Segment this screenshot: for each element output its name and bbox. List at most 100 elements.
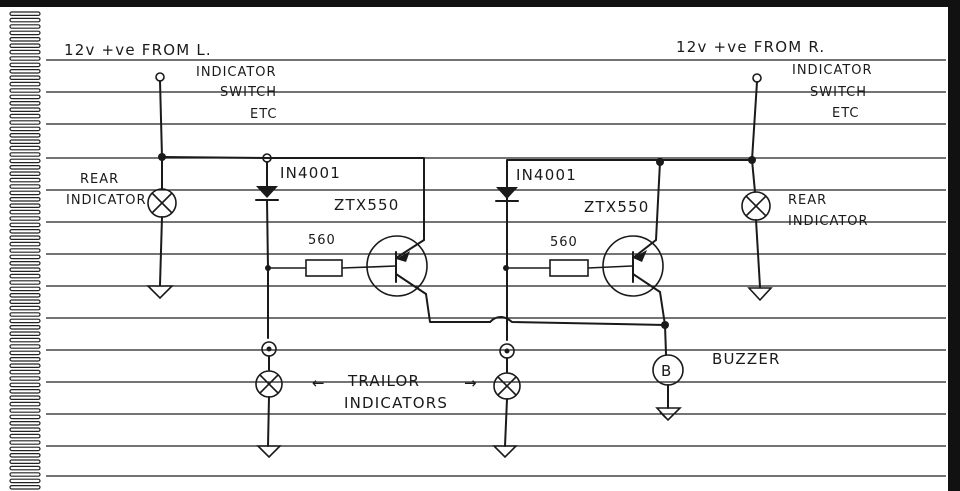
spiral-coil: [9, 453, 41, 458]
left-supply-title: 12v +ve FROM L.: [64, 41, 212, 59]
buzzer-junction-dot: [661, 321, 669, 329]
left-source-line1: INDICATOR: [196, 65, 277, 80]
right-diode-label: IN4001: [516, 166, 577, 184]
spiral-coil: [9, 421, 41, 426]
spiral-coil: [9, 209, 41, 215]
spiral-coil: [9, 305, 41, 311]
spiral-coil: [9, 382, 41, 388]
right-rear-lamp-icon: [741, 159, 771, 288]
spiral-coil: [9, 363, 41, 369]
spiral-coil: [9, 273, 41, 279]
right-diode-icon: [495, 164, 519, 269]
spiral-coil: [9, 107, 41, 113]
left-diode-label: IN4001: [280, 164, 341, 182]
left-rear-lamp-line2: INDICATOR: [66, 193, 147, 208]
spiral-coil: [9, 222, 41, 228]
spiral-coil: [9, 171, 41, 177]
right-resistor-label: 560: [550, 235, 578, 250]
spiral-coil: [9, 120, 41, 125]
trailer-lamps-line1: TRAILOR: [347, 372, 420, 390]
spiral-binding: [9, 11, 41, 490]
spiral-coil: [9, 331, 41, 337]
right-transistor-icon: [602, 161, 664, 297]
spiral-coil: [9, 43, 41, 49]
spiral-coil: [9, 75, 41, 81]
spiral-coil: [9, 254, 41, 260]
spiral-coil: [9, 440, 41, 445]
spiral-coil: [9, 56, 41, 61]
spiral-coil: [9, 184, 41, 189]
right-resistor-icon: [506, 259, 633, 277]
spiral-coil: [9, 280, 41, 285]
right-transistor-label: ZTX550: [584, 198, 650, 216]
spiral-coil: [9, 357, 41, 362]
spiral-coil: [9, 350, 41, 356]
spiral-coil: [9, 229, 41, 234]
left-rear-lamp-line1: REAR: [80, 172, 119, 187]
ground-icon: [747, 287, 773, 302]
spiral-coil: [9, 312, 41, 317]
spiral-coil: [9, 427, 41, 433]
left-trailer-lamp-icon: [255, 267, 283, 459]
spiral-coil: [9, 145, 41, 151]
page-right-edge: [948, 0, 960, 491]
spiral-coil: [9, 465, 41, 471]
spiral-coil: [9, 337, 41, 343]
spiral-coil: [9, 369, 41, 375]
spiral-coil: [9, 177, 41, 183]
buzzer-label: BUZZER: [712, 350, 781, 368]
left-resistor-label: 560: [308, 233, 336, 248]
spiral-coil: [9, 241, 41, 247]
spiral-coil: [9, 158, 41, 164]
right-source-line3: ETC: [832, 106, 859, 121]
left-transistor-label: ZTX550: [334, 196, 400, 214]
spiral-coil: [9, 446, 41, 452]
spiral-coil: [9, 113, 41, 119]
spiral-coil: [9, 376, 41, 381]
spiral-coil: [9, 459, 41, 465]
spiral-coil: [9, 318, 41, 324]
left-emitter-wire: [425, 293, 491, 323]
spiral-coil: [9, 24, 41, 29]
left-source-line3: ETC: [250, 107, 277, 122]
spiral-coil: [9, 126, 41, 132]
buzzer-bus-wire: [489, 316, 666, 326]
left-transistor-icon: [366, 235, 428, 297]
spiral-coil: [9, 49, 41, 55]
trailer-lamps-line2: INDICATORS: [344, 394, 448, 412]
spiral-coil: [9, 472, 41, 477]
right-supply-terminal: [751, 73, 762, 161]
ruled-lines: [46, 59, 946, 477]
spiral-coil: [9, 485, 41, 490]
spiral-coil: [9, 139, 41, 145]
spiral-coil: [9, 325, 41, 330]
left-top-rail: [161, 156, 425, 241]
spiral-coil: [9, 152, 41, 157]
spiral-coil: [9, 36, 41, 42]
spiral-coil: [9, 203, 41, 209]
spiral-coil: [9, 88, 41, 93]
spiral-coil: [9, 248, 41, 253]
left-source-line2: SWITCH: [220, 85, 277, 100]
spiral-coil: [9, 433, 41, 439]
spiral-coil: [9, 62, 41, 68]
left-resistor-icon: [268, 259, 397, 277]
spiral-coil: [9, 389, 41, 394]
spiral-coil: [9, 11, 41, 17]
spiral-coil: [9, 478, 41, 484]
spiral-coil: [9, 414, 41, 420]
spiral-coil: [9, 68, 41, 74]
right-rear-lamp-line2: INDICATOR: [788, 214, 869, 229]
spiral-coil: [9, 235, 41, 241]
spiral-coil: [9, 190, 41, 196]
spiral-coil: [9, 165, 41, 170]
buzzer-icon: [652, 354, 684, 422]
spiral-coil: [9, 100, 41, 106]
spiral-coil: [9, 395, 41, 401]
ground-icon: [146, 285, 174, 300]
spiral-coil: [9, 30, 41, 36]
page-top-edge: [0, 0, 960, 7]
left-supply-terminal: [155, 72, 165, 158]
